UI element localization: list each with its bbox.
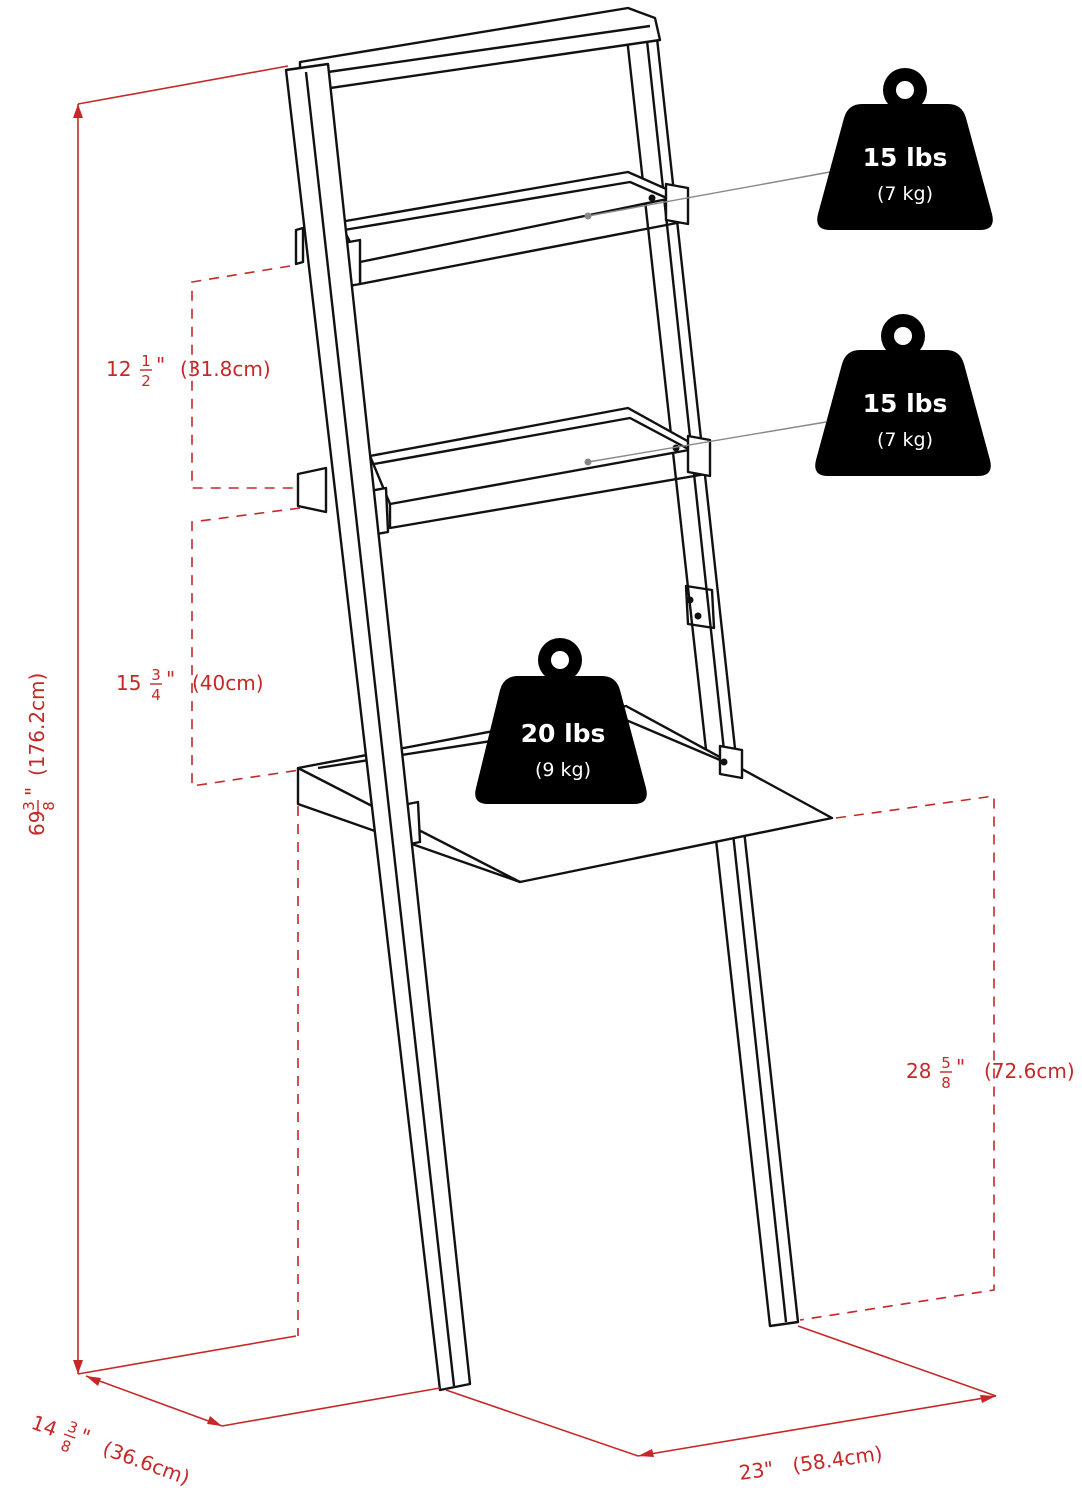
- arrow-start: [86, 1376, 101, 1386]
- inch-mark: ": [77, 1423, 94, 1449]
- arrow-bottom: [73, 1360, 83, 1374]
- dimension-numerator: 1: [141, 352, 151, 370]
- dimension-denominator: 2: [141, 372, 151, 390]
- dimension-metric: (72.6cm): [984, 1059, 1075, 1083]
- weight-loop-hole: [894, 327, 912, 345]
- dimension-metric: (36.6cm): [100, 1436, 193, 1490]
- weight-loop-hole: [551, 651, 569, 669]
- leader-line: [587, 171, 831, 217]
- weight-icon: [475, 676, 647, 804]
- inch-mark: ": [156, 353, 165, 377]
- weight-metric: (9 kg): [535, 759, 591, 781]
- top-shelf-bracket-right: [664, 182, 690, 226]
- middle-shelf-bracket-right: [686, 434, 712, 478]
- inch-mark: ": [21, 787, 45, 796]
- arrow-end: [207, 1416, 222, 1426]
- arrow-top: [73, 104, 83, 118]
- weight-metric: (7 kg): [877, 429, 933, 451]
- weight-metric: (7 kg): [877, 183, 933, 205]
- weight-badge-middle-shelf: 15 lbs (7 kg): [584, 314, 991, 476]
- dimension-metric: (40cm): [192, 671, 264, 695]
- back-rail-right-inner: [643, 21, 788, 1323]
- top-shelf-screw: [648, 194, 656, 202]
- top-shelf-tray: [338, 170, 684, 264]
- dimension-metric: (58.4cm): [791, 1441, 884, 1477]
- leader-dot: [584, 212, 592, 220]
- dashed-bracket-right: [799, 795, 995, 1321]
- weight-badge-desk: 20 lbs (9 kg): [475, 638, 647, 804]
- overall-height-label: 69 3 8 " (176.2cm): [20, 673, 58, 836]
- desk-height-label: 28 5 8 " (72.6cm): [906, 1054, 1075, 1092]
- weight-imperial: 15 lbs: [863, 143, 948, 172]
- weight-loop-hole: [896, 81, 914, 99]
- shelf-gap-top-label: 12 1 2 " (31.8cm): [106, 352, 271, 390]
- arrow-end: [980, 1395, 996, 1403]
- dimension-denominator: 8: [40, 801, 58, 811]
- dashed-bracket: [191, 507, 301, 787]
- leader-dot: [584, 458, 592, 466]
- dimension-metric: (31.8cm): [180, 357, 271, 381]
- dimension-denominator: 8: [941, 1074, 951, 1092]
- dimension-depth: 14 3 8 " (36.6cm): [28, 1375, 441, 1490]
- extension-line-bottom: [77, 1335, 297, 1375]
- dimension-numerator: 5: [941, 1054, 951, 1072]
- dimension-denominator: 8: [58, 1436, 73, 1456]
- inch-mark: ": [956, 1055, 965, 1079]
- dimension-whole: 14: [28, 1410, 60, 1441]
- extension-line: [221, 1387, 441, 1427]
- top-crossbar-inner: [327, 24, 651, 74]
- extension-line-left: [445, 1389, 639, 1457]
- dimension-denominator: 4: [151, 686, 161, 704]
- width-label: 23" (58.4cm): [737, 1441, 884, 1485]
- top-crossbar: [298, 6, 662, 90]
- dimension-numerator: 3: [151, 666, 161, 684]
- desk-bracket-right: [718, 744, 744, 780]
- fraction-bar: [63, 1433, 76, 1439]
- arrow-start: [638, 1449, 654, 1457]
- desk-surface-edge: [296, 768, 521, 884]
- weight-icon: [817, 104, 993, 230]
- front-rail-left: [284, 62, 472, 1392]
- dimension-numerator: 3: [20, 801, 38, 811]
- top-shelf-inner: [343, 180, 677, 232]
- leader-line: [587, 421, 827, 463]
- dimension-shelf-gap-top: 12 1 2 " (31.8cm): [106, 265, 296, 489]
- weight-imperial: 20 lbs: [521, 719, 606, 748]
- depth-label: 14 3 8 " (36.6cm): [28, 1410, 193, 1490]
- dimension-width: 23" (58.4cm): [445, 1325, 997, 1485]
- dimension-shelf-gap-mid: 15 3 4 " (40cm): [116, 507, 301, 787]
- middle-shelf-inner: [373, 416, 695, 466]
- back-rail-right: [623, 18, 800, 1328]
- dimension-whole: 28: [906, 1059, 931, 1083]
- dimension-whole: 69: [25, 811, 49, 836]
- shelf-gap-mid-label: 15 3 4 " (40cm): [116, 666, 264, 704]
- wall-bracket-right: [684, 584, 716, 630]
- extension-line-top: [77, 65, 289, 105]
- weight-imperial: 15 lbs: [863, 389, 948, 418]
- inch-mark: ": [166, 667, 175, 691]
- dimension-overall-height: 69 3 8 " (176.2cm): [20, 65, 297, 1375]
- weight-icon: [815, 350, 991, 476]
- weight-badge-top-shelf: 15 lbs (7 kg): [584, 68, 993, 230]
- dimension-line: [85, 1375, 223, 1427]
- middle-shelf-wall-block: [296, 466, 328, 514]
- dimension-desk-height: 28 5 8 " (72.6cm): [297, 795, 1075, 1336]
- desk-screw: [720, 758, 728, 766]
- dimension-whole: 23": [737, 1456, 775, 1485]
- dashed-bracket: [191, 265, 296, 489]
- dimension-metric: (176.2cm): [25, 673, 49, 776]
- dimension-whole: 12: [106, 357, 131, 381]
- dimension-line: [637, 1395, 997, 1457]
- dimension-whole: 15: [116, 671, 141, 695]
- front-rail-left-inner: [304, 71, 456, 1387]
- bracket-screw-1: [686, 596, 694, 604]
- extension-line-right: [797, 1325, 997, 1397]
- top-shelf-wall-clip: [294, 226, 305, 266]
- bracket-screw-2: [694, 612, 702, 620]
